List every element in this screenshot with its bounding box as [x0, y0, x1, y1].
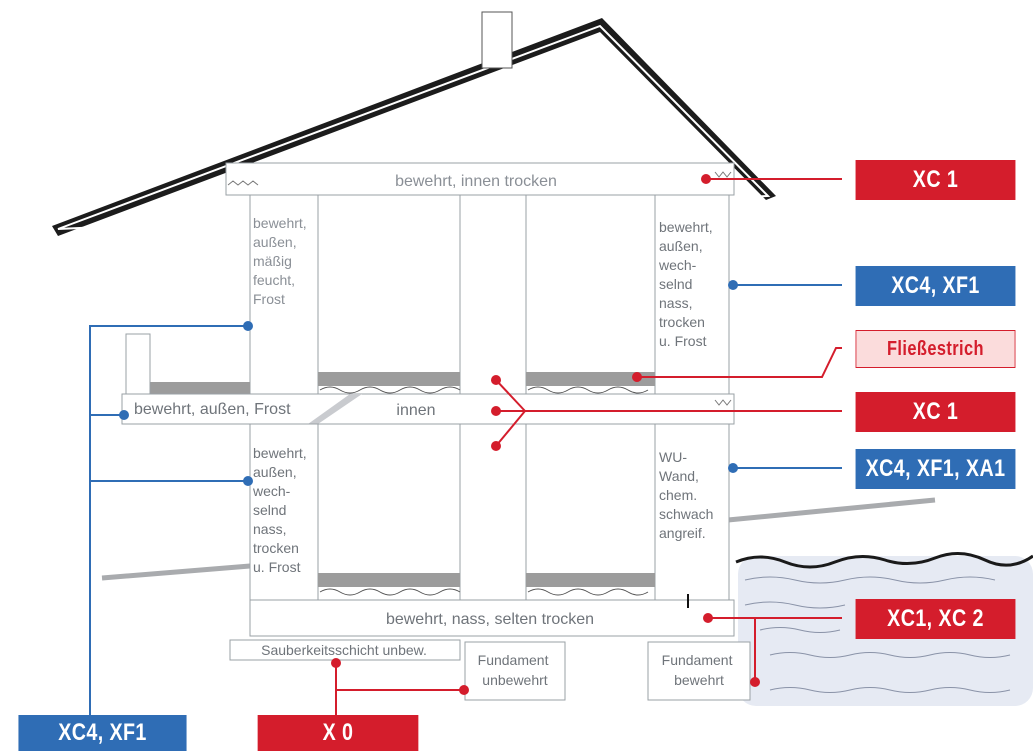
- upper-left-wall-line: mäßig: [253, 253, 292, 269]
- lower-right-wall-line: WU-: [659, 449, 687, 465]
- ground-line-right: [727, 497, 936, 523]
- blue-leaders: [89, 284, 842, 718]
- lower-left-wall-line: wech-: [252, 483, 291, 499]
- foundation-right-line: Fundament: [662, 652, 733, 668]
- foundation-right-label: Fundament bewehrt: [662, 652, 737, 688]
- upper-right-wall-line: bewehrt,: [659, 219, 713, 235]
- upper-right-wall: [654, 194, 730, 396]
- base-slab: bewehrt, nass, selten trocken: [249, 594, 735, 637]
- middle-slab: bewehrt, außen, Frost innen: [121, 393, 735, 425]
- chimney: [481, 11, 513, 69]
- upper-left-wall-line: außen,: [253, 234, 297, 250]
- lower-left-wall-label: bewehrt, außen, wech- selnd nass, trocke…: [252, 445, 311, 575]
- lower-right-wall-line: Wand,: [659, 468, 699, 484]
- foundation-right: [647, 641, 751, 701]
- lower-right-wall-line: chem.: [659, 487, 697, 503]
- tag-middle-slab-class: XC 1: [855, 392, 1016, 432]
- lower-left-wall-line: trocken: [253, 540, 299, 556]
- lower-right-wall-line: angreif.: [659, 525, 706, 541]
- upper-right-wall-label: bewehrt, außen, wech- selnd nass, trocke…: [658, 219, 717, 349]
- tag-top-slab-class: XC 1: [855, 160, 1016, 200]
- upper-left-wall-line: feucht,: [253, 272, 295, 288]
- upper-right-wall-line: außen,: [659, 238, 703, 254]
- tag-lower-wall-class: XC4, XF1, XA1: [855, 449, 1016, 489]
- top-slab: bewehrt, innen trocken: [225, 162, 735, 196]
- lower-left-wall-line: außen,: [253, 464, 297, 480]
- red-dots: [331, 174, 760, 695]
- blue-dots: [119, 280, 738, 486]
- foundation-left-label: Fundament unbewehrt: [478, 652, 553, 688]
- lower-left-wall: [249, 423, 319, 601]
- lower-left-wall-line: nass,: [253, 521, 286, 537]
- blinding-layer: [229, 639, 461, 661]
- tag-upper-wall-class: XC4, XF1: [855, 266, 1016, 306]
- middle-slab-label: innen: [396, 402, 435, 419]
- balcony-slab-label: bewehrt, außen, Frost: [134, 401, 291, 418]
- upper-right-wall-line: u. Frost: [659, 333, 707, 349]
- lower-left-wall-line: selnd: [253, 502, 286, 518]
- tag-screed: Fließestrich: [855, 330, 1016, 368]
- base-slab-label: bewehrt, nass, selten trocken: [386, 611, 594, 628]
- lower-right-wall: [654, 423, 730, 601]
- lower-left-wall-line: u. Frost: [253, 559, 301, 575]
- blinding-layer-label: Sauberkeitsschicht unbew.: [261, 642, 427, 658]
- upper-center-column: [459, 194, 527, 396]
- red-leaders: [335, 178, 842, 718]
- lower-right-wall-label: WU- Wand, chem. schwach angreif.: [659, 449, 717, 541]
- lower-center-column: [459, 423, 527, 601]
- roof: [52, 11, 776, 236]
- upper-right-wall-line: wech-: [658, 257, 697, 273]
- upper-right-wall-line: selnd: [659, 276, 692, 292]
- upper-left-wall-line: Frost: [253, 291, 285, 307]
- lower-left-wall-line: bewehrt,: [253, 445, 307, 461]
- foundation-left: [464, 641, 566, 701]
- upper-right-wall-line: trocken: [659, 314, 705, 330]
- balcony-parapet: [125, 333, 151, 395]
- upper-right-wall-line: nass,: [659, 295, 692, 311]
- foundation-left-line: Fundament: [478, 652, 549, 668]
- lower-right-wall-line: schwach: [659, 506, 713, 522]
- foundation-right-line: bewehrt: [674, 672, 724, 688]
- upper-left-wall-line: bewehrt,: [253, 215, 307, 231]
- foundation-left-line: unbewehrt: [482, 672, 547, 688]
- tag-base-slab-class: XC1, XC 2: [855, 599, 1016, 639]
- upper-left-wall-label: bewehrt, außen, mäßig feucht, Frost: [253, 215, 311, 307]
- tag-blinding-class: X 0: [257, 715, 419, 751]
- ground-line-left: [101, 563, 251, 581]
- upper-floor-screed: [150, 372, 655, 394]
- tag-left-class: XC4, XF1: [18, 715, 187, 751]
- lower-floor-screed: [318, 573, 655, 596]
- top-slab-label: bewehrt, innen trocken: [395, 173, 557, 190]
- upper-left-wall: [249, 194, 319, 396]
